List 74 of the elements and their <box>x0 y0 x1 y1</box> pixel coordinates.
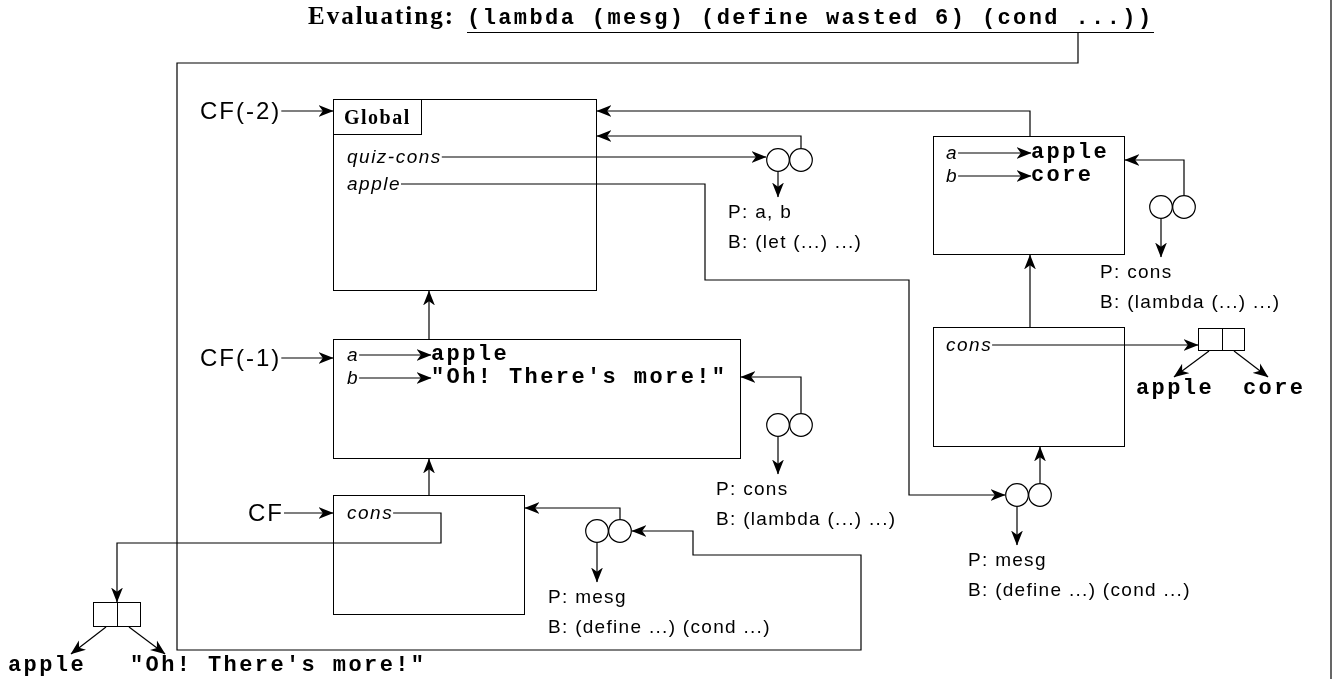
pair-box <box>93 602 141 627</box>
procedure-parameters: P: mesg <box>968 548 1048 572</box>
arrow <box>957 147 1032 159</box>
code-expression: (lambda (mesg) (define wasted 6) (cond ...)) <box>467 6 1154 33</box>
arrow <box>1011 506 1023 546</box>
frame-pointer-label: CF <box>248 500 284 526</box>
variable-name: a <box>946 142 959 164</box>
variable-name: cons <box>946 334 993 356</box>
arrow <box>740 371 802 414</box>
arrow <box>1233 350 1269 378</box>
arrow <box>1034 446 1046 484</box>
variable-name: b <box>946 165 959 187</box>
arrow <box>358 372 432 384</box>
environment-frame <box>333 339 741 459</box>
procedure-parameters: P: cons <box>1100 260 1174 284</box>
arrow <box>1173 350 1210 378</box>
procedure-parameters: P: cons <box>716 477 790 501</box>
arrow <box>280 352 334 364</box>
environment-frame <box>333 495 525 615</box>
value-text: "Oh! There's more!" <box>130 654 427 678</box>
frame-title: Global <box>334 100 422 135</box>
frame-pointer-label: CF(-2) <box>200 98 282 124</box>
variable-name: quiz-cons <box>347 146 442 168</box>
value-text: apple <box>431 343 509 367</box>
arrow <box>596 105 1031 137</box>
arrow <box>358 349 432 361</box>
arrow <box>280 105 334 117</box>
arrow <box>70 626 107 655</box>
arrow <box>1124 154 1185 196</box>
variable-name: b <box>347 367 360 389</box>
arrow <box>957 170 1032 182</box>
procedure-parameters: P: mesg <box>548 585 628 609</box>
closure-icon <box>1149 195 1196 219</box>
arrow <box>441 151 767 163</box>
closure-icon <box>766 413 813 437</box>
arrow <box>283 507 334 519</box>
environment-frame <box>933 136 1125 255</box>
arrow <box>423 458 435 496</box>
arrow <box>111 512 442 603</box>
environment-frame <box>333 99 597 291</box>
arrow <box>128 626 166 655</box>
environment-frame <box>933 327 1125 447</box>
procedure-body: B: (define ...) (cond ...) <box>548 615 771 639</box>
pair-box <box>1198 328 1245 351</box>
procedure-body: B: (define ...) (cond ...) <box>968 578 1191 602</box>
variable-name: a <box>347 344 360 366</box>
arrow <box>176 32 1079 651</box>
arrow <box>524 502 621 520</box>
frame-pointer-label: CF(-1) <box>200 345 282 371</box>
closure-icon <box>1005 483 1052 507</box>
variable-name: apple <box>347 173 401 195</box>
closure-icon <box>766 148 813 172</box>
arrow <box>423 290 435 340</box>
value-text: apple <box>1031 141 1109 165</box>
procedure-body: B: (let (...) ...) <box>728 230 863 254</box>
arrow <box>1155 218 1167 258</box>
procedure-parameters: P: a, b <box>728 200 794 224</box>
procedure-body: B: (lambda (...) ...) <box>1100 290 1281 314</box>
closure-icon <box>585 519 632 543</box>
arrow <box>400 183 1006 501</box>
value-text: core <box>1031 164 1094 188</box>
arrow <box>596 130 802 149</box>
arrow <box>772 436 784 475</box>
value-text: apple <box>1136 377 1214 401</box>
variable-name: cons <box>347 502 394 524</box>
value-text: apple <box>8 654 86 678</box>
evaluating-label: Evaluating: <box>308 2 456 30</box>
arrow <box>1024 254 1036 328</box>
procedure-body: B: (lambda (...) ...) <box>716 507 897 531</box>
arrow <box>591 542 603 583</box>
value-text: core <box>1243 377 1306 401</box>
arrow <box>772 171 784 198</box>
value-text: "Oh! There's more!" <box>431 366 728 390</box>
arrow <box>991 339 1199 351</box>
